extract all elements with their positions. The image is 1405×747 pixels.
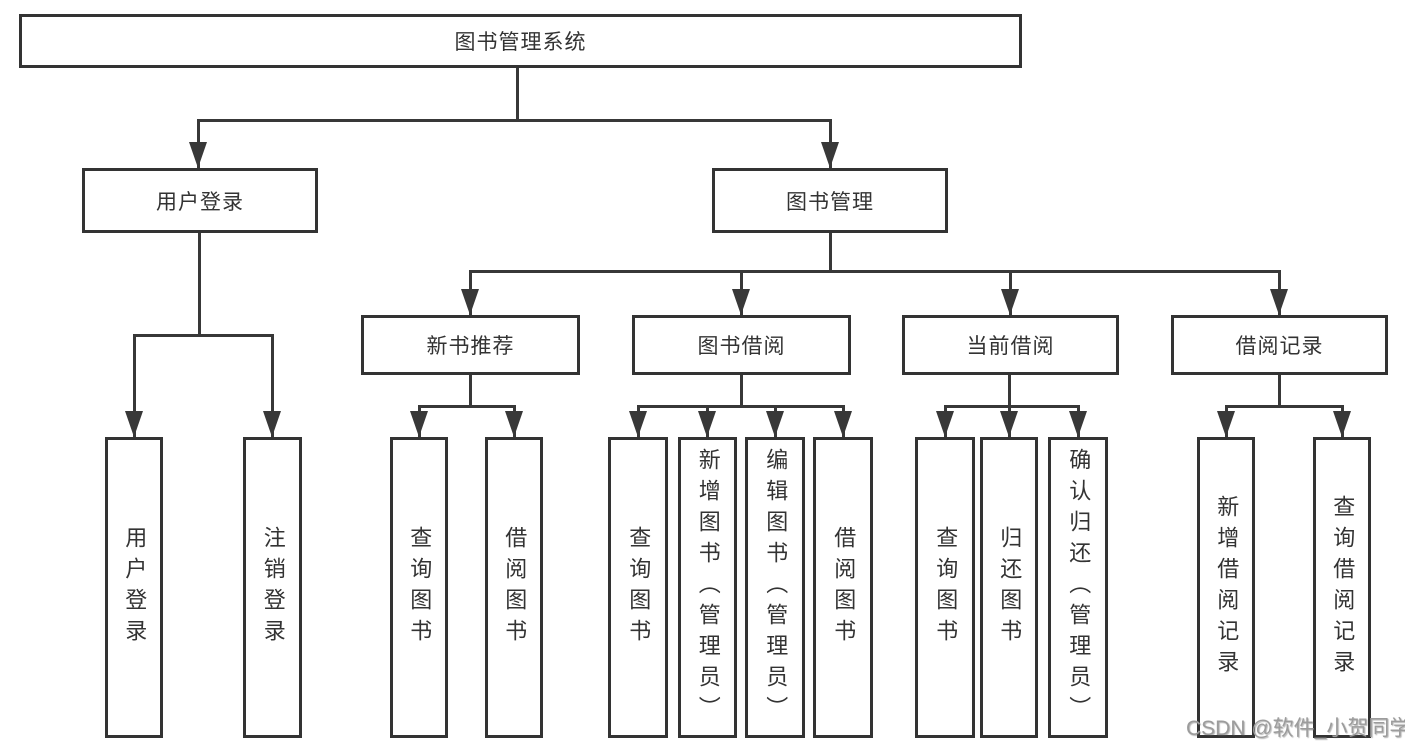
node-query-books-recommend: 查询图书	[390, 437, 448, 738]
node-query-books-current: 查询图书	[915, 437, 975, 738]
watermark: CSDN @软件_小贺同学	[1186, 717, 1405, 740]
node-label: 借阅记录	[1235, 335, 1324, 358]
arrow-down-icon	[1000, 411, 1018, 437]
node-query-borrow-record: 查询借阅记录	[1313, 437, 1371, 738]
node-label: 借阅图书	[831, 525, 857, 650]
arrow-down-icon	[1333, 411, 1351, 437]
connector-line	[418, 405, 516, 408]
arrow-down-icon	[821, 142, 839, 168]
connector-line	[271, 334, 274, 437]
node-label: 新增图书（管理员）	[695, 448, 721, 727]
arrow-down-icon	[505, 411, 523, 437]
connector-line	[469, 375, 472, 408]
connector-line	[944, 405, 1080, 408]
node-borrowing-records: 借阅记录	[1171, 315, 1388, 375]
arrow-down-icon	[125, 411, 143, 437]
node-book-borrowing: 图书借阅	[632, 315, 851, 375]
connector-line	[829, 233, 832, 273]
connector-line	[198, 233, 201, 336]
node-label: 当前借阅	[966, 335, 1055, 358]
node-label: 查询图书	[407, 525, 433, 650]
node-user-login: 用户登录	[82, 168, 318, 233]
arrow-down-icon	[1270, 289, 1288, 315]
node-label: 编辑图书（管理员）	[763, 448, 789, 727]
node-logout: 注销登录	[243, 437, 302, 738]
node-borrow-books-recommend: 借阅图书	[485, 437, 543, 738]
connector-line	[469, 270, 1281, 273]
node-new-book-recommendation: 新书推荐	[361, 315, 580, 375]
arrow-down-icon	[263, 411, 281, 437]
arrow-down-icon	[1001, 289, 1019, 315]
node-label: 查询借阅记录	[1330, 494, 1356, 681]
arrow-down-icon	[1069, 411, 1087, 437]
connector-line	[133, 334, 136, 437]
arrow-down-icon	[936, 411, 954, 437]
node-label: 查询图书	[933, 525, 959, 650]
node-add-borrow-record: 新增借阅记录	[1197, 437, 1255, 738]
node-library-management-system: 图书管理系统	[19, 14, 1022, 68]
node-edit-books-admin: 编辑图书（管理员）	[745, 437, 805, 738]
arrow-down-icon	[629, 411, 647, 437]
arrow-down-icon	[1217, 411, 1235, 437]
arrow-down-icon	[732, 289, 750, 315]
node-label: 用户登录	[156, 190, 244, 214]
connector-line	[133, 334, 274, 337]
node-label: 用户登录	[122, 525, 148, 650]
node-borrow-books: 借阅图书	[813, 437, 873, 738]
node-user-login-leaf: 用户登录	[105, 437, 163, 738]
connector-line	[516, 68, 519, 121]
node-add-books-admin: 新增图书（管理员）	[678, 437, 737, 738]
node-label: 新增借阅记录	[1214, 494, 1240, 681]
node-label: 借阅图书	[502, 525, 528, 650]
node-label: 查询图书	[626, 525, 652, 650]
arrow-down-icon	[766, 411, 784, 437]
node-query-books-borrowing: 查询图书	[608, 437, 668, 738]
connector-line	[637, 405, 845, 408]
connector-line	[197, 119, 832, 122]
arrow-down-icon	[698, 411, 716, 437]
arrow-down-icon	[834, 411, 852, 437]
arrow-down-icon	[189, 142, 207, 168]
node-label: 注销登录	[260, 525, 286, 650]
node-return-books: 归还图书	[980, 437, 1038, 738]
node-book-management: 图书管理	[712, 168, 948, 233]
node-label: 图书管理系统	[454, 31, 587, 54]
node-confirm-return-admin: 确认归还（管理员）	[1048, 437, 1108, 738]
node-label: 确认归还（管理员）	[1066, 448, 1092, 727]
arrow-down-icon	[410, 411, 428, 437]
node-label: 归还图书	[997, 525, 1023, 650]
connector-line	[740, 375, 743, 408]
connector-line	[1278, 375, 1281, 408]
node-label: 新书推荐	[426, 335, 515, 358]
node-label: 图书借阅	[697, 335, 786, 358]
node-current-borrowing: 当前借阅	[902, 315, 1119, 375]
node-label: 图书管理	[786, 190, 874, 214]
connector-line	[1225, 405, 1344, 408]
arrow-down-icon	[461, 289, 479, 315]
